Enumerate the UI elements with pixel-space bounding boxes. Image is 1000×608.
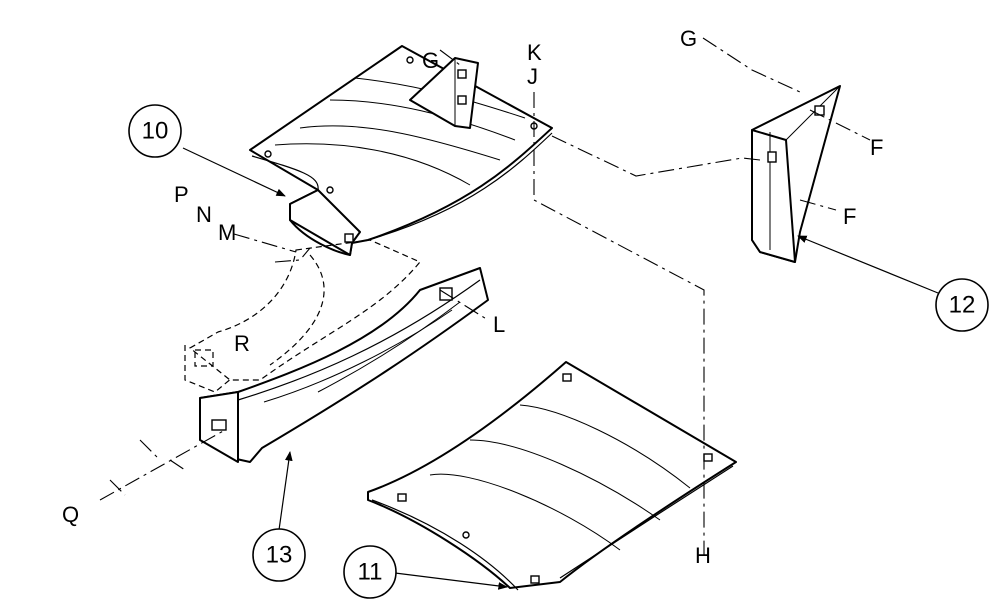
callout-11: 11: [343, 545, 397, 599]
part-10-top-shield: [249, 45, 553, 256]
label-j: J: [527, 64, 538, 89]
callout-11-label: 11: [358, 559, 383, 586]
label-l: L: [493, 312, 505, 337]
label-f-lower: F: [843, 204, 856, 229]
reference-lines: [99, 37, 871, 555]
callout-10: 10: [128, 104, 182, 158]
label-r: R: [234, 331, 250, 356]
part-13-lower-channel: [184, 239, 489, 463]
label-q: Q: [62, 502, 79, 527]
label-p: P: [174, 182, 189, 207]
label-m: M: [218, 220, 236, 245]
label-k: K: [527, 40, 542, 65]
label-h: H: [695, 543, 711, 568]
part-12-bracket: [751, 85, 841, 263]
label-g-top: G: [422, 48, 439, 73]
label-n: N: [196, 202, 212, 227]
label-f-upper: F: [870, 135, 883, 160]
callout-10-label: 10: [142, 118, 169, 145]
callout-12-label: 12: [949, 292, 976, 319]
label-g-right: G: [680, 26, 697, 51]
callout-13-label: 13: [266, 542, 293, 569]
part-11-bottom-plate: [367, 361, 737, 591]
callout-12: 12: [935, 278, 989, 332]
leader-lines: [182, 147, 939, 590]
callout-13: 13: [252, 528, 306, 582]
reference-letters: G K J G F F P N M L R Q H: [62, 26, 883, 568]
